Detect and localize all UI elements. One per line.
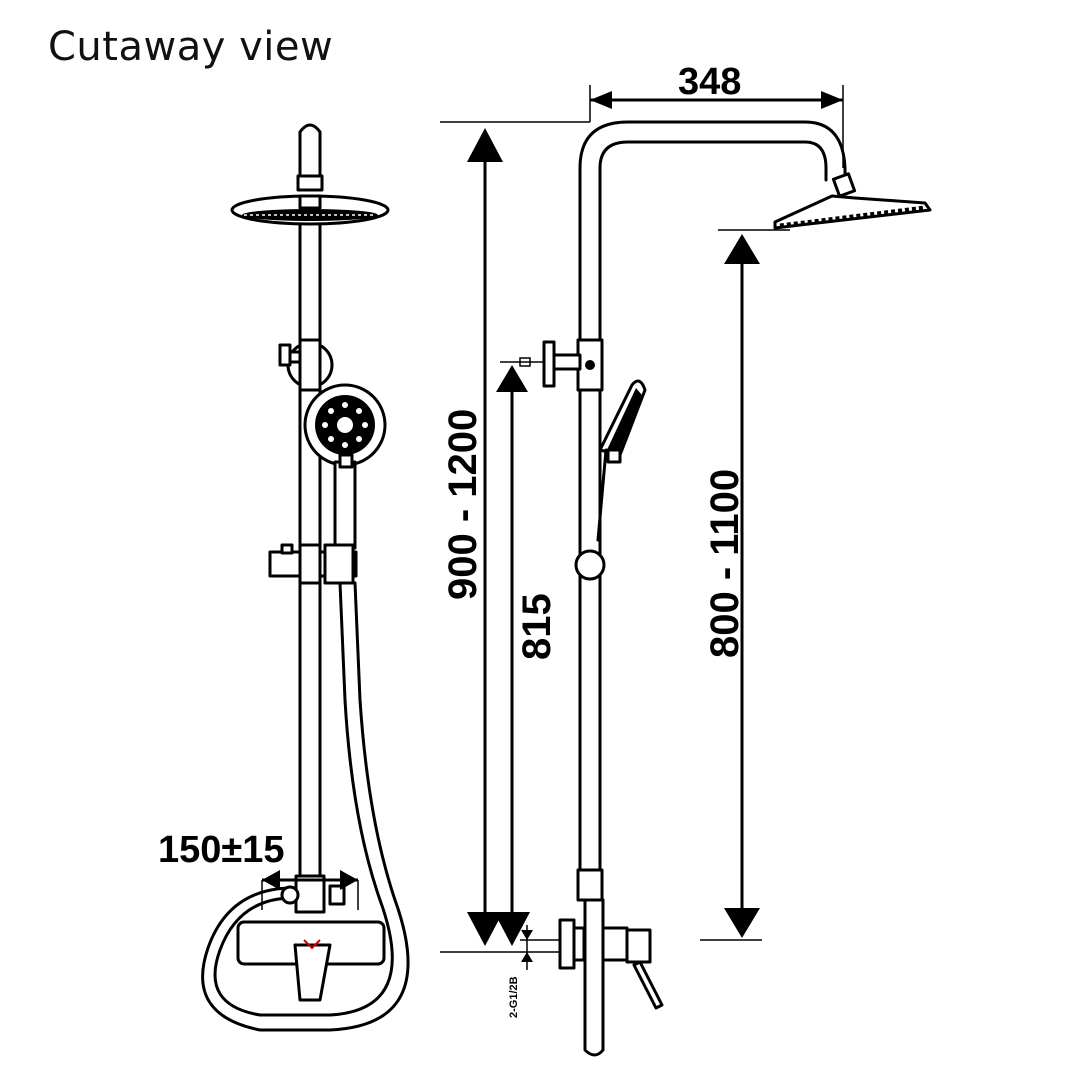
front-hose-inner (201, 581, 410, 1032)
total-height-dimension (440, 121, 590, 953)
inlet-thread-dimension (521, 925, 533, 970)
diagram-title: Cutaway view (48, 24, 334, 70)
front-upper-bracket (278, 338, 334, 392)
side-arm-outer (578, 120, 847, 902)
top-width-label: 348 (678, 61, 741, 103)
side-arm-inner (598, 140, 828, 902)
front-riser-top (298, 123, 322, 177)
inlet-thread-label: 2-G1/2B (508, 976, 520, 1018)
front-hose (213, 581, 394, 1017)
front-hand-shower (303, 383, 387, 550)
side-rain-head (773, 194, 932, 230)
side-mixer (520, 868, 664, 1057)
side-swivel (831, 172, 857, 198)
head-height-label: 800 - 1100 (703, 469, 747, 658)
front-mixer (236, 874, 386, 1002)
total-height-label: 900 - 1200 (441, 409, 485, 600)
mixer-spacing-dimension (261, 870, 359, 910)
side-upper-bracket (500, 338, 604, 392)
front-rain-head (230, 194, 390, 226)
side-view: 348 900 - 1200 815 800 - 1100 (440, 61, 932, 1057)
side-hand-shower (596, 379, 647, 542)
side-slide-knob (574, 549, 606, 581)
bracket-height-label: 815 (515, 593, 559, 660)
front-slide-holder (268, 543, 358, 585)
head-height-dimension (700, 229, 790, 941)
front-view: 150±15 (158, 123, 410, 1032)
bracket-height-dimension (494, 365, 530, 946)
mixer-spacing-label: 150±15 (158, 829, 285, 871)
front-nut (296, 174, 324, 192)
top-width-dimension (589, 85, 844, 168)
